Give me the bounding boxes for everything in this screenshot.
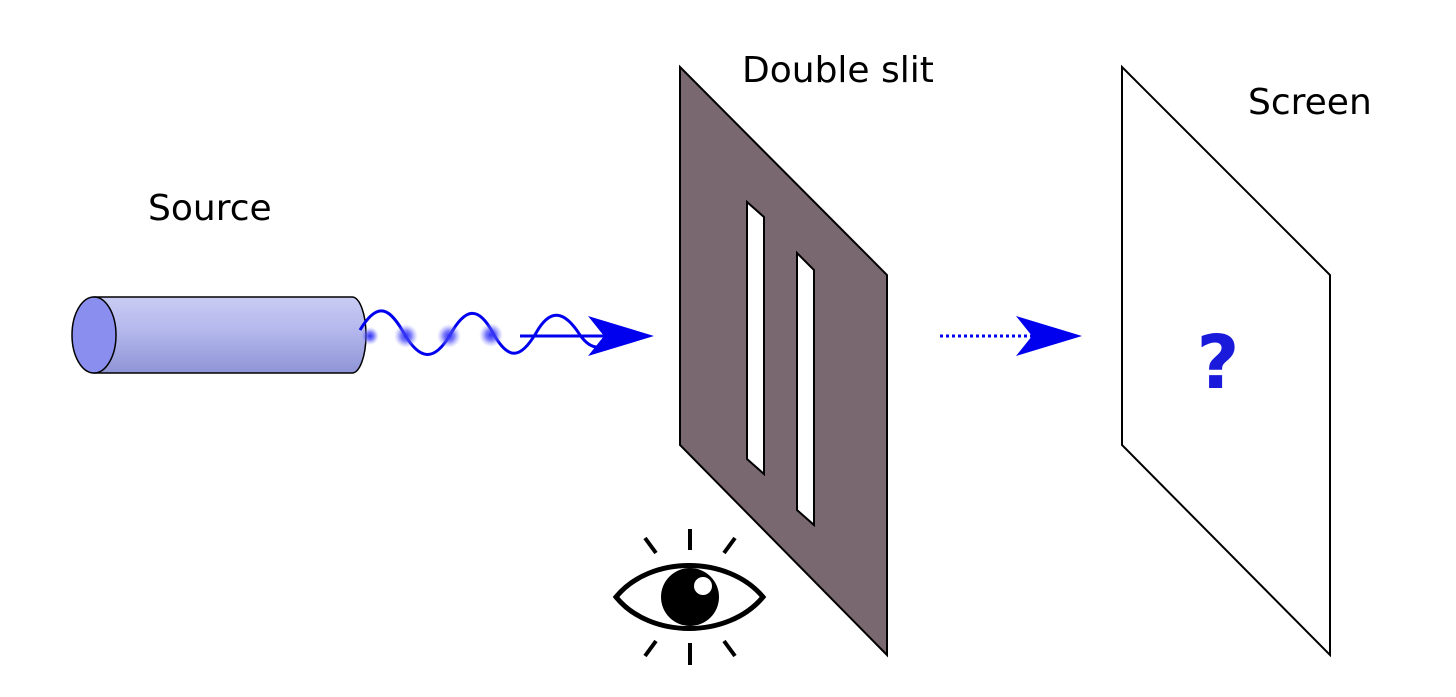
eye-icon: [612, 529, 767, 665]
source-cylinder-face: [71, 296, 117, 374]
photon-dot: [361, 327, 379, 345]
beam-arrow: [520, 316, 654, 356]
photon-dot: [479, 323, 503, 347]
screen-label: Screen: [1248, 82, 1372, 123]
source-label: Source: [148, 188, 272, 229]
slit-left: [746, 199, 765, 477]
dotted-arrow: [940, 316, 1082, 356]
double-slit-label: Double slit: [742, 50, 934, 91]
source-cylinder-icon: [71, 296, 367, 374]
photon-dot: [437, 324, 461, 348]
slit-right: [796, 250, 815, 528]
detection-screen: ?: [1121, 64, 1331, 658]
wave-packet-icon: [358, 309, 615, 356]
question-mark: ?: [1197, 320, 1240, 406]
photon-dot: [394, 324, 418, 348]
double-slit-barrier: [679, 64, 888, 658]
